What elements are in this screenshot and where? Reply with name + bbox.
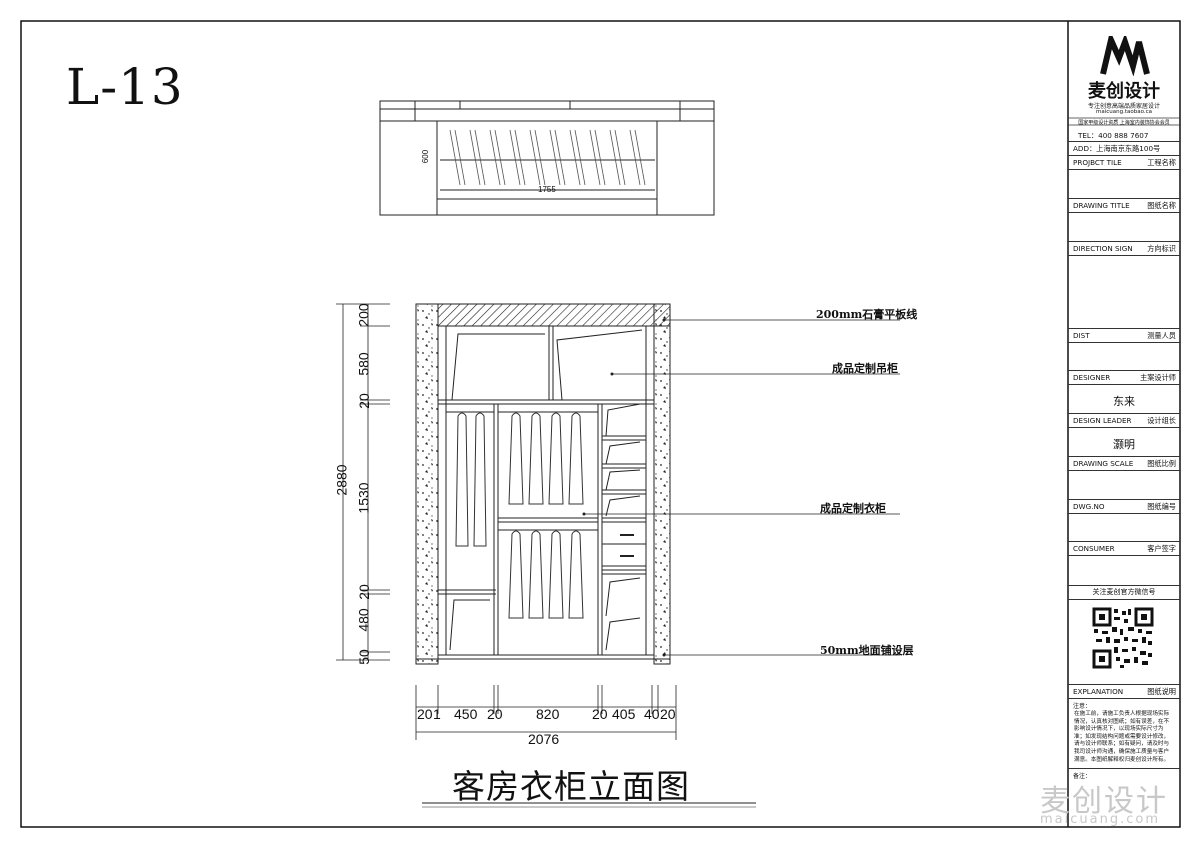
- plan-depth-dim: 600: [421, 149, 431, 164]
- project-title-en: PROJBCT TILE: [1073, 158, 1122, 167]
- drawing-title-cn: 图纸名称: [1147, 201, 1176, 210]
- brand-name: 麦创设计: [1088, 81, 1160, 102]
- sheet-border: [20, 20, 1181, 828]
- dim-h-580: 580: [355, 352, 372, 376]
- dim-w-405: 405: [612, 706, 636, 722]
- tel: TEL：400 888 7607: [1078, 131, 1149, 140]
- brand-url: maicuang.taobao.ca: [1095, 109, 1153, 115]
- scale-cn: 图纸比例: [1147, 459, 1176, 468]
- dim-w-20d: 20: [660, 706, 676, 722]
- dim-h-200: 200: [355, 303, 372, 327]
- callout-gypsum-line: 200mm石膏平板线: [816, 308, 918, 321]
- leader-en: DESIGN LEADER: [1073, 416, 1132, 425]
- brand-slogan: 专注创意高端品质家居设计: [1087, 103, 1160, 110]
- dim-height-total: 2880: [333, 464, 350, 496]
- callout-leaders: [584, 319, 900, 656]
- elevation-view: [415, 303, 900, 665]
- dim-h-480: 480: [355, 608, 372, 632]
- hanging-garments: [455, 412, 584, 619]
- watermark: 麦创设计: [1040, 784, 1168, 819]
- leader-name: 灏明: [1113, 438, 1135, 451]
- brand-logo: [1100, 36, 1150, 76]
- wechat-label: 关注麦创官方微信号: [1092, 588, 1156, 596]
- right-wall: [653, 303, 671, 665]
- callout-wardrobe: 成品定制衣柜: [820, 502, 886, 515]
- address: ADD：上海南京东路100号: [1073, 144, 1161, 153]
- wechat-qr-code: [1092, 607, 1154, 669]
- scale-en: DRAWING SCALE: [1073, 459, 1134, 468]
- plan-width-dim: 1755: [538, 185, 556, 194]
- direction-cn: 方向标识: [1147, 244, 1176, 253]
- dim-h-20a: 20: [355, 393, 372, 409]
- callout-floor-layer: 50mm地面铺设层: [820, 644, 914, 657]
- explanation-en: EXPLANATION: [1073, 687, 1124, 696]
- drawing-title: 客房衣柜立面图: [452, 767, 690, 806]
- remark-label: 备注：: [1073, 773, 1092, 780]
- horizontal-dimension-lines: [415, 685, 677, 740]
- explanation-cn: 图纸说明: [1147, 687, 1176, 696]
- left-wall: [415, 303, 439, 665]
- callout-upper-cabinet: 成品定制吊柜: [832, 362, 898, 375]
- dim-w-20c: 20: [592, 706, 608, 722]
- dim-h-1530: 1530: [355, 482, 372, 514]
- dim-w-1: 1: [433, 706, 441, 722]
- dwg-cn: 图纸编号: [1147, 502, 1176, 511]
- dim-h-50: 50: [355, 649, 372, 665]
- direction-en: DIRECTION SIGN: [1073, 244, 1133, 253]
- notes-label: 注意：: [1073, 703, 1092, 710]
- dist-cn: 测量人员: [1147, 331, 1176, 340]
- gypsum-line-hatch: [437, 303, 671, 327]
- project-title-cn: 工程名称: [1147, 158, 1176, 167]
- dim-w-40: 40: [644, 706, 660, 722]
- notes-body: 在施工前，请施工负责人根据现场实际情况，认真核对图纸；如有误差，在不影响设计情况…: [1074, 711, 1170, 763]
- consumer-cn: 客户签字: [1147, 544, 1176, 553]
- watermark-sub: maicuang.com: [1040, 812, 1160, 827]
- consumer-en: CONSUMER: [1073, 544, 1115, 553]
- designer-name: 东来: [1113, 395, 1135, 408]
- title-block-grid: [1068, 117, 1180, 126]
- plan-view: [379, 100, 715, 216]
- designer-en: DESIGNER: [1073, 373, 1111, 382]
- dist-en: DIST: [1073, 331, 1090, 340]
- plan-hangers: [449, 129, 646, 186]
- title-block: 麦创设计 专注创意高端品质家居设计 maicuang.taobao.ca 国家甲…: [1068, 22, 1180, 827]
- vertical-dimension-lines: [336, 303, 390, 661]
- dim-w-20b: 20: [487, 706, 503, 722]
- dim-w-820: 820: [536, 706, 560, 722]
- dim-width-total: 2076: [528, 731, 560, 747]
- designer-cn: 主案设计师: [1140, 373, 1176, 382]
- dim-w-450: 450: [454, 706, 478, 722]
- sheet-code: L-13: [66, 58, 184, 116]
- dwg-en: DWG.NO: [1073, 502, 1105, 511]
- dim-w-20a: 20: [417, 706, 433, 722]
- leader-cn: 设计组长: [1147, 416, 1176, 425]
- brand-sub-line: 国家甲级设计资质 上海室内装饰协会会员: [1078, 120, 1170, 126]
- drawing-title-en: DRAWING TITLE: [1073, 201, 1130, 210]
- dim-h-20b: 20: [355, 584, 372, 600]
